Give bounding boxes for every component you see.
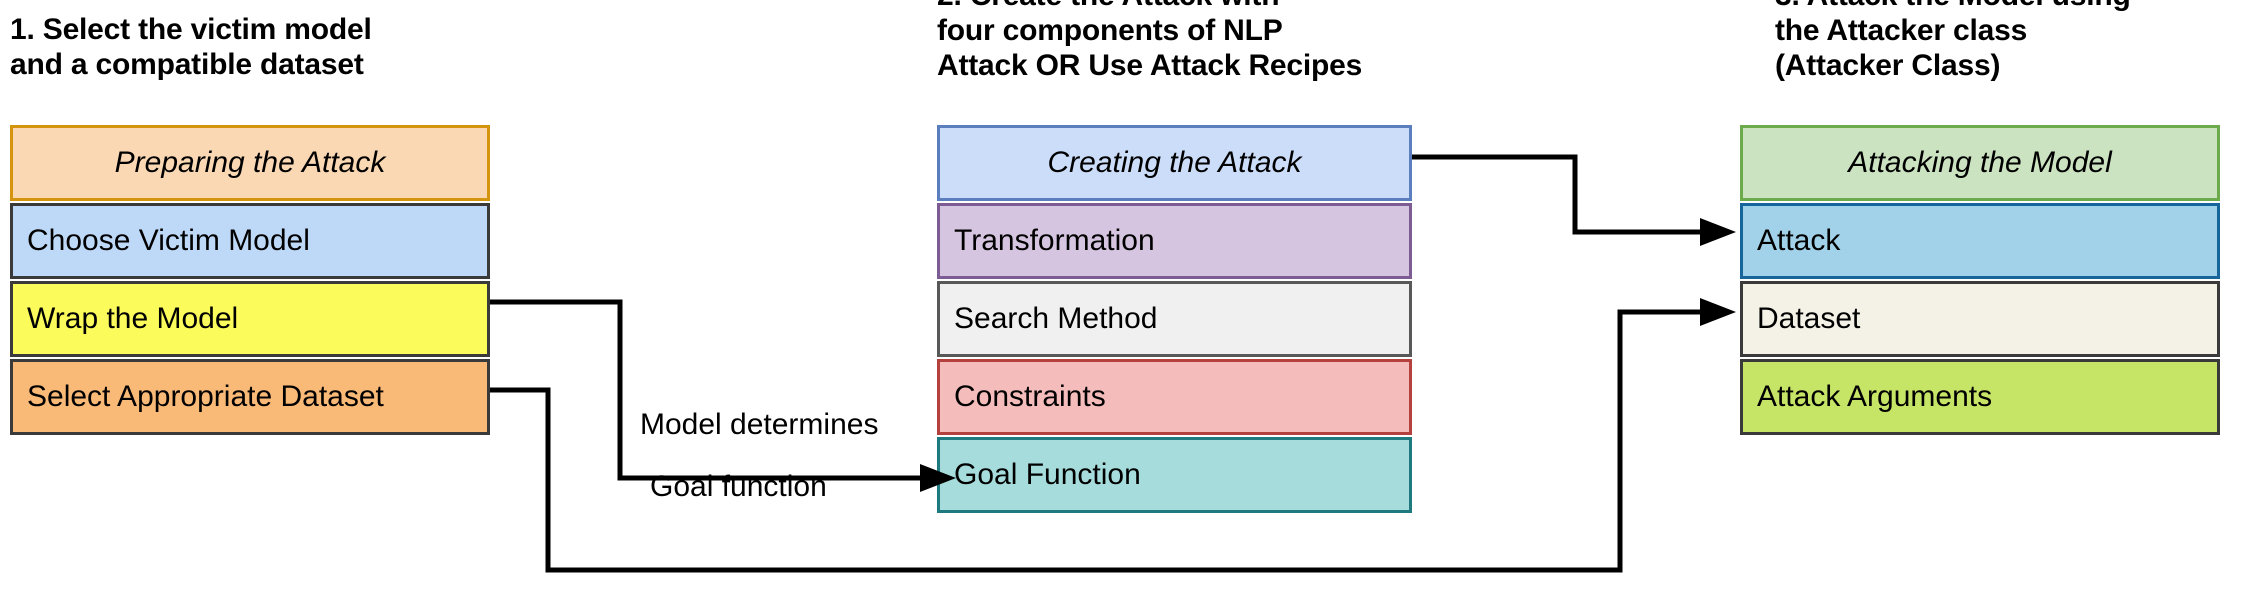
edge-label-model-determines: Model determines [640, 408, 879, 441]
box-constraints[interactable]: Constraints [937, 359, 1412, 435]
box-search-method[interactable]: Search Method [937, 281, 1412, 357]
arrowhead-icon [1700, 218, 1736, 246]
box-dataset[interactable]: Dataset [1740, 281, 2220, 357]
box-label: Attack [1757, 224, 1841, 257]
box-label: Creating the Attack [1047, 146, 1302, 179]
box-wrap-the-model[interactable]: Wrap the Model [10, 281, 490, 357]
box-label: Preparing the Attack [114, 146, 386, 179]
box-label: Attack Arguments [1757, 380, 1993, 413]
box-preparing-the-attack[interactable]: Preparing the Attack [10, 125, 490, 201]
box-label: Wrap the Model [27, 302, 239, 335]
connector-wrap-model-to-goal-function [490, 299, 956, 492]
box-label: Goal Function [954, 458, 1141, 491]
box-label: Choose Victim Model [27, 224, 310, 257]
column-stack-prepare: Preparing the Attack Choose Victim Model… [10, 125, 490, 435]
box-label: Search Method [954, 302, 1158, 335]
edge-label-goal-function: Goal function [650, 470, 827, 503]
column-heading-create: 2. Create the Attack with four component… [937, 0, 1363, 82]
box-label: Constraints [954, 380, 1106, 413]
column-heading-prepare: 1. Select the victim model and a compati… [10, 13, 372, 81]
box-attack[interactable]: Attack [1740, 203, 2220, 279]
column-stack-attack: Attacking the Model Attack Dataset Attac… [1740, 125, 2220, 435]
box-attacking-the-model[interactable]: Attacking the Model [1740, 125, 2220, 201]
arrowhead-icon [1700, 298, 1736, 326]
connector-creating-attack-to-attack [1412, 154, 1736, 246]
box-select-appropriate-dataset[interactable]: Select Appropriate Dataset [10, 359, 490, 435]
box-label: Select Appropriate Dataset [27, 380, 384, 413]
box-label: Transformation [954, 224, 1155, 257]
box-choose-victim-model[interactable]: Choose Victim Model [10, 203, 490, 279]
column-heading-attack: 3. Attack the Model using the Attacker c… [1775, 0, 2131, 82]
box-creating-the-attack[interactable]: Creating the Attack [937, 125, 1412, 201]
column-stack-create: Creating the Attack Transformation Searc… [937, 125, 1412, 513]
box-label: Dataset [1757, 302, 1861, 335]
box-transformation[interactable]: Transformation [937, 203, 1412, 279]
box-goal-function[interactable]: Goal Function [937, 437, 1412, 513]
box-attack-arguments[interactable]: Attack Arguments [1740, 359, 2220, 435]
box-label: Attacking the Model [1848, 146, 2112, 179]
